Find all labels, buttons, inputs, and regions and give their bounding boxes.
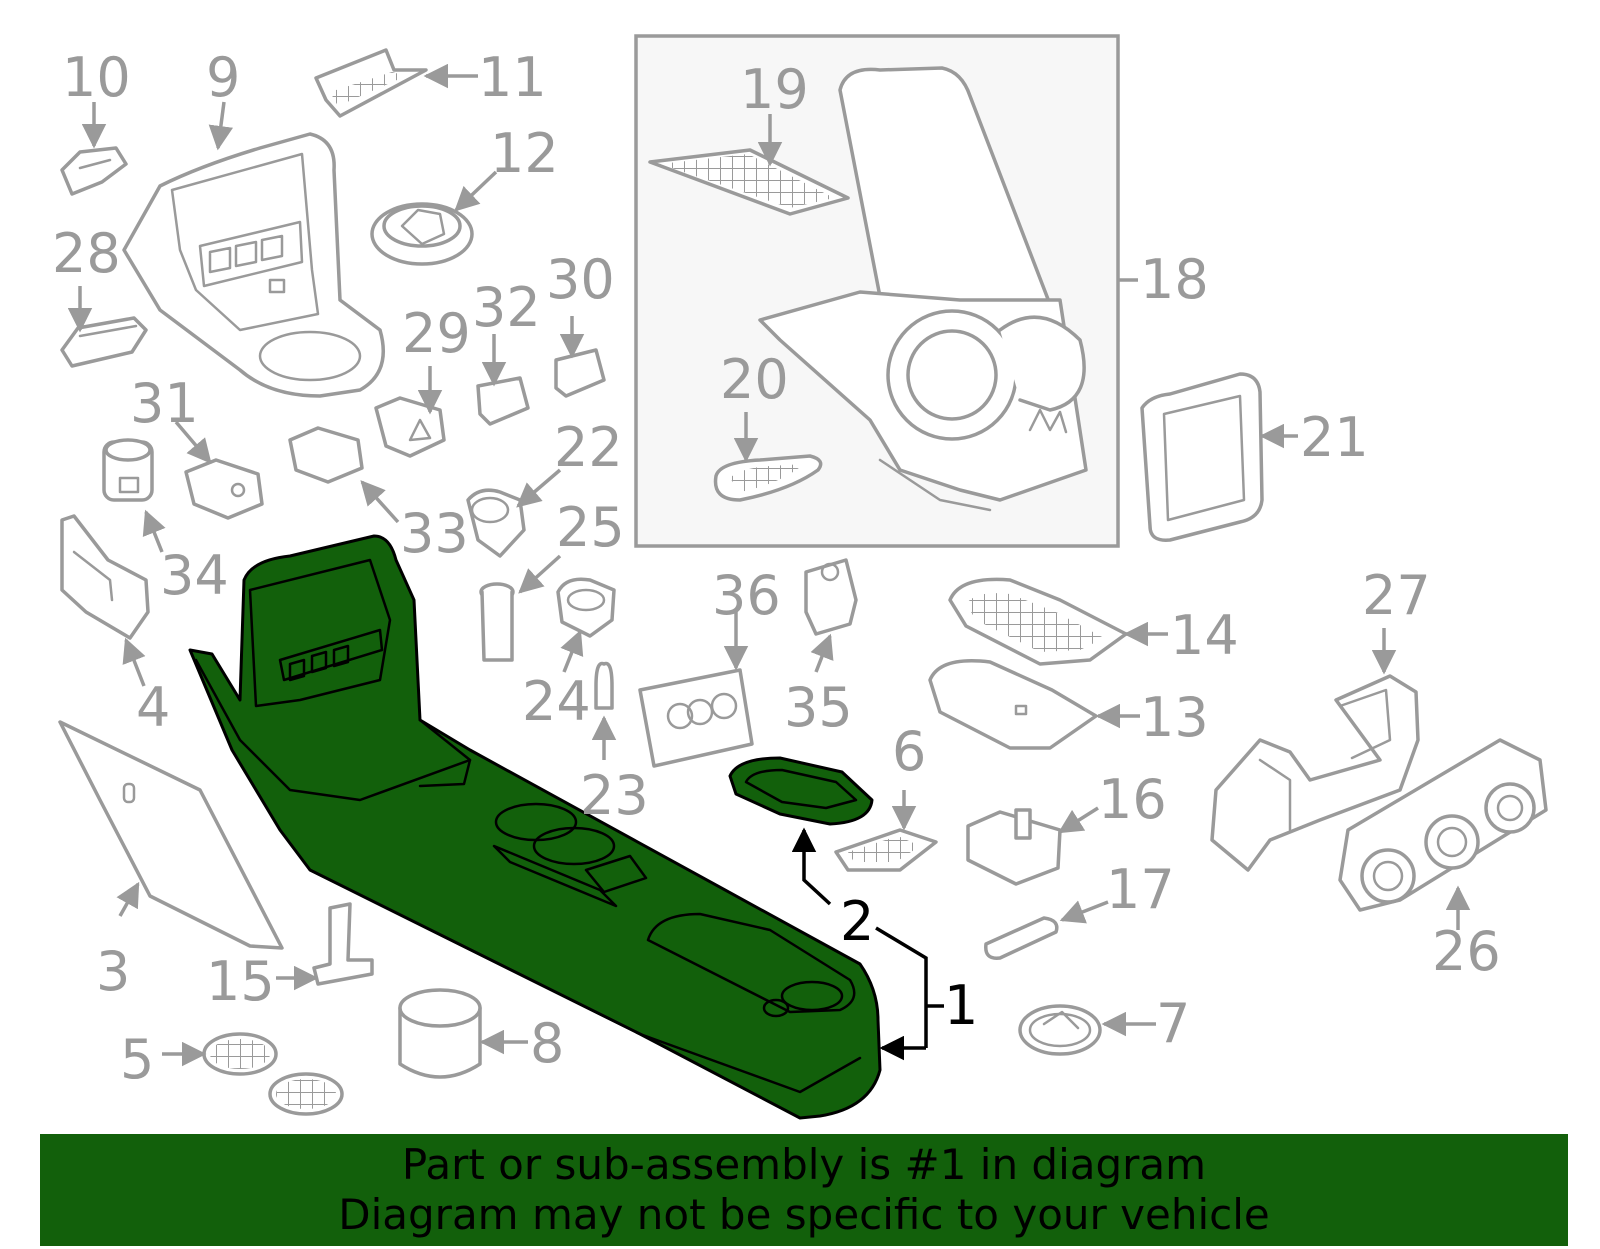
part-27-frame[interactable] xyxy=(1210,674,1420,872)
callout-23[interactable]: 23 xyxy=(580,764,649,827)
callout-29[interactable]: 29 xyxy=(402,302,471,365)
callout-34[interactable]: 34 xyxy=(160,544,229,607)
part-13-mat[interactable] xyxy=(928,659,1098,750)
callout-28[interactable]: 28 xyxy=(52,222,121,285)
callout-16[interactable]: 16 xyxy=(1098,768,1167,831)
part-26-climate-control[interactable] xyxy=(1338,738,1548,912)
banner-line-1: Part or sub-assembly is #1 in diagram xyxy=(401,1140,1207,1189)
part-7-ring[interactable] xyxy=(1018,1004,1102,1056)
part-8-cup-insert[interactable] xyxy=(398,988,482,1079)
callout-2[interactable]: 2 xyxy=(840,890,874,953)
callout-27[interactable]: 27 xyxy=(1362,564,1431,627)
part-22-power-socket[interactable] xyxy=(466,488,526,558)
callout-19[interactable]: 19 xyxy=(740,58,809,121)
callout-15[interactable]: 15 xyxy=(206,950,275,1013)
part-12-shift-boot[interactable] xyxy=(370,202,474,266)
callout-6[interactable]: 6 xyxy=(892,720,926,783)
callout-13[interactable]: 13 xyxy=(1140,686,1209,749)
callout-11[interactable]: 11 xyxy=(478,46,547,109)
part-3-side-panel[interactable] xyxy=(58,720,284,950)
part-5-grilles[interactable] xyxy=(202,1032,344,1116)
info-banner: Part or sub-assembly is #1 in diagram Di… xyxy=(40,1134,1568,1246)
callout-7[interactable]: 7 xyxy=(1156,992,1190,1055)
part-9-center-bezel[interactable] xyxy=(122,132,385,398)
callout-25[interactable]: 25 xyxy=(556,496,625,559)
callout-3[interactable]: 3 xyxy=(96,940,130,1003)
part-4-bracket[interactable] xyxy=(60,514,150,640)
callout-21[interactable]: 21 xyxy=(1300,406,1369,469)
callout-30[interactable]: 30 xyxy=(546,248,615,311)
part-21-cover-panel[interactable] xyxy=(1140,372,1264,542)
part-15-bracket[interactable] xyxy=(312,902,374,986)
callout-24[interactable]: 24 xyxy=(522,670,591,733)
part-2-trim-ring[interactable] xyxy=(728,756,874,826)
part-18-armrest-assembly[interactable] xyxy=(758,66,1088,512)
part-31-switch[interactable] xyxy=(184,458,264,520)
part-1-center-console[interactable] xyxy=(188,534,882,1120)
callout-14[interactable]: 14 xyxy=(1170,604,1239,667)
part-11-tray[interactable] xyxy=(314,48,428,118)
leader-lines xyxy=(67,63,1471,1067)
part-10-clip[interactable] xyxy=(60,146,128,196)
callout-32[interactable]: 32 xyxy=(472,276,541,339)
callout-8[interactable]: 8 xyxy=(530,1012,564,1075)
part-32-switch[interactable] xyxy=(476,376,530,426)
part-29-hazard-switch[interactable] xyxy=(374,396,446,458)
callout-22[interactable]: 22 xyxy=(554,416,623,479)
part-17-seal[interactable] xyxy=(984,916,1059,960)
banner-line-2: Diagram may not be specific to your vehi… xyxy=(338,1190,1270,1239)
callout-5[interactable]: 5 xyxy=(120,1028,154,1091)
callout-35[interactable]: 35 xyxy=(784,676,853,739)
callout-18[interactable]: 18 xyxy=(1140,248,1209,311)
part-30-switch[interactable] xyxy=(554,348,606,398)
callout-20[interactable]: 20 xyxy=(720,348,789,411)
part-14-mat[interactable] xyxy=(948,577,1128,666)
callout-26[interactable]: 26 xyxy=(1432,920,1501,983)
callout-12[interactable]: 12 xyxy=(490,122,559,185)
leader-lines-highlighted xyxy=(791,827,944,1061)
callout-36[interactable]: 36 xyxy=(712,564,781,627)
callout-4[interactable]: 4 xyxy=(136,676,170,739)
part-33-switch[interactable] xyxy=(288,426,364,484)
callout-17[interactable]: 17 xyxy=(1106,858,1175,921)
part-34-knob[interactable] xyxy=(102,438,154,502)
part-6-mat[interactable] xyxy=(834,828,938,872)
callout-33[interactable]: 33 xyxy=(400,502,469,565)
callout-1[interactable]: 1 xyxy=(944,974,978,1037)
part-25-socket-sleeve[interactable] xyxy=(479,582,515,662)
callout-labels: 1 2 3 4 5 6 7 8 9 10 11 12 13 14 15 16 1… xyxy=(52,46,1501,1091)
part-23-bulb[interactable] xyxy=(594,661,614,710)
callout-31[interactable]: 31 xyxy=(130,372,199,435)
part-35-switch[interactable] xyxy=(804,558,858,636)
part-36-control-panel[interactable] xyxy=(638,668,754,768)
part-16-clip[interactable] xyxy=(966,808,1062,886)
part-19-armrest-grille[interactable] xyxy=(648,148,850,216)
part-20-armrest-vent[interactable] xyxy=(713,454,823,502)
callout-9[interactable]: 9 xyxy=(206,46,240,109)
part-24-power-socket[interactable] xyxy=(556,577,616,638)
part-28-switch[interactable] xyxy=(60,316,148,368)
callout-10[interactable]: 10 xyxy=(62,46,131,109)
